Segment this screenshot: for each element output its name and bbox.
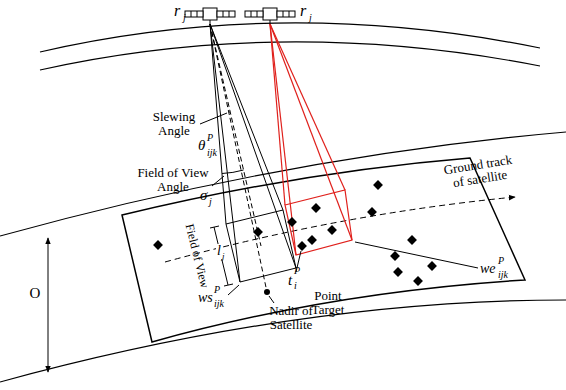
window-end-symbol: we	[480, 262, 496, 277]
satellite	[185, 8, 235, 24]
point-target	[393, 267, 403, 277]
subscript: j	[222, 252, 225, 261]
point-target	[153, 240, 163, 250]
subscript: i	[294, 281, 297, 292]
point-target	[427, 261, 437, 271]
subscript: j	[183, 13, 186, 24]
angle-symbol: σ	[200, 188, 207, 204]
nadir-label: Nadir of Satellite	[262, 304, 320, 331]
subscript: ijk	[498, 270, 508, 281]
point-target	[287, 217, 297, 227]
orbit-line	[40, 23, 540, 52]
satellite-symbol: r	[300, 3, 306, 20]
point-target	[327, 225, 337, 235]
ground-track-label: Ground track of satellite	[438, 152, 519, 191]
point-target	[407, 235, 417, 245]
orbit-line	[40, 42, 540, 70]
angle-label: Slewing Angle	[146, 110, 202, 137]
target-symbol: t	[288, 273, 292, 289]
swath-width	[48, 238, 49, 372]
subscript: ijk	[207, 148, 217, 159]
point-target	[307, 235, 317, 245]
point-target	[390, 251, 400, 261]
angle-symbol: θ	[198, 138, 205, 154]
dimension-label: Field of View	[183, 223, 211, 290]
superscript: P	[214, 285, 220, 296]
point-target	[311, 203, 321, 213]
point-target	[253, 227, 263, 237]
field-of-view	[200, 24, 296, 292]
dimension-symbol: O	[29, 286, 42, 302]
superscript: P	[207, 133, 213, 144]
earth-band	[0, 300, 566, 382]
nadir-dot	[264, 289, 270, 295]
point-target	[373, 180, 383, 190]
superscript: P	[294, 266, 300, 277]
dimension-symbol: l	[216, 244, 222, 259]
slewed-field-of-view	[270, 24, 352, 255]
leader-line	[228, 242, 478, 303]
satellite	[245, 8, 295, 24]
point-target	[413, 276, 423, 286]
point-target	[297, 241, 307, 251]
subscript: ijk	[214, 299, 224, 310]
subscript: j	[309, 13, 312, 24]
subscript: j	[209, 197, 212, 208]
satellite-symbol: r	[174, 3, 180, 20]
window-start-symbol: ws	[198, 291, 213, 306]
superscript: P	[498, 256, 504, 267]
point-target	[367, 207, 377, 217]
target-label: Point Target	[306, 289, 350, 316]
